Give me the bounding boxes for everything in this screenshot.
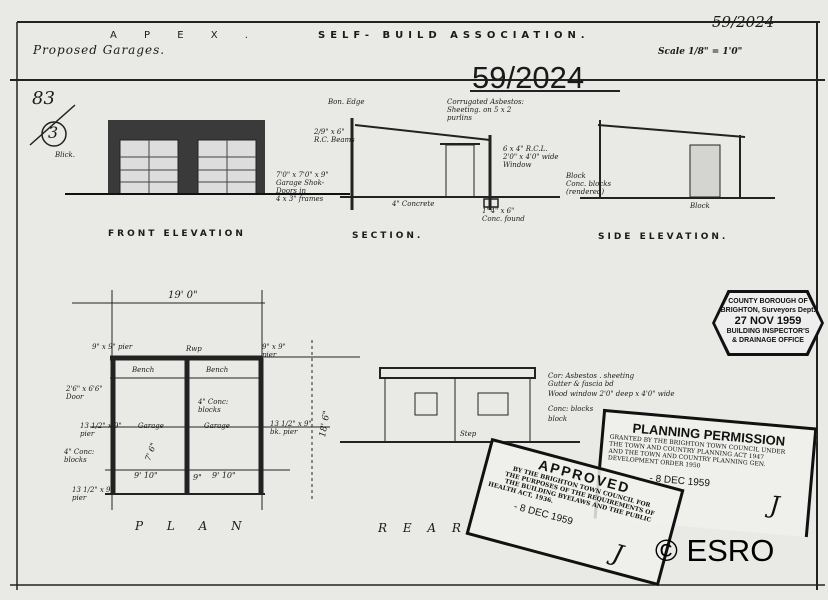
sheet-circle-number: 3 bbox=[48, 123, 59, 142]
county-borough-stamp: COUNTY BOROUGH OF BRIGHTON, Surveyors De… bbox=[712, 290, 824, 356]
note-line: Garage Shok- bbox=[276, 179, 325, 187]
side-elevation-drawing bbox=[580, 120, 775, 199]
signature-icon: J bbox=[768, 490, 781, 520]
association-name: SELF- BUILD ASSOCIATION. bbox=[318, 30, 590, 41]
note-rwp: Rwp bbox=[186, 345, 202, 353]
note-line: Door bbox=[66, 393, 84, 401]
scale-note: Scale 1/8" = 1'0" bbox=[658, 47, 743, 57]
stamp-line: COUNTY BOROUGH OF bbox=[728, 298, 808, 305]
plan-drawing bbox=[72, 290, 360, 510]
note-line: Corrugated Asbestos: bbox=[447, 98, 524, 106]
stamp-line: & DRAINAGE OFFICE bbox=[732, 337, 804, 344]
note-bench-left: Bench bbox=[132, 366, 155, 374]
note-rear: Cor: Asbestos . sheeting Gutter & fascia… bbox=[548, 372, 675, 423]
note-line: Conc: blocks bbox=[548, 405, 594, 413]
note-line: 7'0" x 7'0" x 9" bbox=[276, 171, 329, 179]
ref-stamped: 59/2024 bbox=[472, 60, 585, 95]
note-pier-tl: 9" x 9" pier bbox=[92, 343, 133, 351]
note-line: Window bbox=[503, 161, 532, 169]
caption-rear: R E A R bbox=[378, 521, 467, 535]
note-line: 4" Conc: bbox=[198, 398, 229, 406]
note-line: Gutter & fascia bd bbox=[548, 380, 614, 388]
note-blockwork: Blick. bbox=[55, 151, 76, 159]
note-line: R.C. Beams bbox=[314, 136, 355, 144]
dim-overall-width: 19' 0" bbox=[168, 290, 198, 301]
note-line: Block bbox=[566, 172, 586, 180]
caption-section: SECTION. bbox=[352, 231, 424, 241]
note-conc-blocks-centre: 4" Conc: blocks bbox=[198, 398, 228, 414]
note-line: Sheeting. on 5 x 2 bbox=[447, 106, 512, 114]
rear-drawing bbox=[340, 367, 580, 443]
note-line: 13 1/2" x 9" bbox=[72, 486, 114, 494]
note-pier-tr: 9" x 9" pier bbox=[262, 343, 286, 359]
note-line: Doors in bbox=[276, 187, 306, 195]
note-line: bk. pier bbox=[270, 428, 298, 436]
dim-width-left: 9' 10" bbox=[134, 471, 158, 480]
note-pier-mid: 13 1/2" x 9" pier bbox=[80, 422, 122, 438]
note-line: 13 1/2" x 9" bbox=[80, 422, 122, 430]
note-line: (rendered) bbox=[566, 188, 605, 196]
note-garage-doors: 7'0" x 7'0" x 9" Garage Shok- Doors in 4… bbox=[276, 171, 329, 203]
note-line: 13 1/2" x 9" bbox=[270, 420, 312, 428]
note-line: 4 x 3" frames bbox=[276, 195, 324, 203]
ref-handwritten: 59/2024 bbox=[712, 13, 775, 31]
dim-mid-wall: 9" bbox=[193, 473, 202, 482]
note-line: block bbox=[548, 415, 568, 423]
copyright-watermark: © ESRO bbox=[655, 533, 775, 568]
note-line: purlins bbox=[447, 114, 472, 122]
stamp-line: BUILDING INSPECTOR'S bbox=[726, 328, 810, 335]
sheet-slash bbox=[29, 104, 76, 146]
note-line: 2'6" x 6'6" bbox=[66, 385, 103, 393]
note-line: blocks bbox=[198, 406, 221, 414]
note-bench-right: Bench bbox=[206, 366, 229, 374]
note-line: blocks bbox=[64, 456, 87, 464]
caption-side-elevation: SIDE ELEVATION. bbox=[598, 232, 729, 242]
note-bon-edge: Bon. Edge bbox=[328, 98, 365, 106]
stamp-date: 27 NOV 1959 bbox=[734, 315, 802, 327]
note-line: 1' 4" x 6" bbox=[482, 207, 515, 215]
note-line: Conc. blocks bbox=[566, 180, 612, 188]
note-pier-bl: 13 1/2" x 9" pier bbox=[72, 486, 114, 502]
note-side-block: Block Conc. blocks (rendered) bbox=[566, 172, 611, 196]
note-line: 4" Conc: bbox=[64, 448, 95, 456]
sheet-number: 83 bbox=[32, 88, 55, 109]
note-rcl: 6 x 4" R.C.L. bbox=[503, 145, 548, 153]
note-side-block-2: Block bbox=[690, 202, 710, 210]
section-drawing bbox=[340, 118, 560, 210]
note-line: pier bbox=[72, 494, 87, 502]
label-garage-left: Garage bbox=[138, 422, 164, 430]
label-garage-right: Garage bbox=[204, 422, 230, 430]
note-line: Cor: Asbestos . sheeting bbox=[548, 372, 635, 380]
note-door: 2'6" x 6'6" Door bbox=[66, 385, 103, 401]
front-elevation bbox=[65, 120, 350, 195]
note-conc-blocks-left: 4" Conc: blocks bbox=[64, 448, 94, 464]
note-line: pier bbox=[80, 430, 95, 438]
note-line: Conc. found bbox=[482, 215, 525, 223]
note-window: 2'0" x 4'0" wide Window bbox=[503, 153, 559, 169]
drawing-subject: Proposed Garages. bbox=[33, 43, 166, 57]
client-name: A P E X . bbox=[110, 30, 260, 41]
caption-front-elevation: FRONT ELEVATION bbox=[108, 229, 246, 239]
note-line: Wood window 2'0" deep x 4'0" wide bbox=[548, 390, 675, 398]
note-roof: Corrugated Asbestos: Sheeting. on 5 x 2 … bbox=[447, 98, 524, 122]
note-concrete: 4" Concrete bbox=[392, 200, 435, 208]
note-line: 2'0" x 4'0" wide bbox=[503, 153, 559, 161]
caption-plan: P L A N bbox=[135, 519, 252, 533]
note-conc-found: 1' 4" x 6" Conc. found bbox=[482, 207, 525, 223]
note-rc-beam: 2/9" x 6" R.C. Beams bbox=[314, 128, 355, 144]
stamp-line: BRIGHTON, Surveyors Dept. bbox=[720, 307, 816, 314]
note-step: Step bbox=[460, 430, 477, 438]
note-line: 2/9" x 6" bbox=[314, 128, 345, 136]
note-pier-right: 13 1/2" x 9" bk. pier bbox=[270, 420, 312, 436]
signature-icon: J bbox=[609, 538, 627, 569]
dim-width-right: 9' 10" bbox=[212, 471, 236, 480]
